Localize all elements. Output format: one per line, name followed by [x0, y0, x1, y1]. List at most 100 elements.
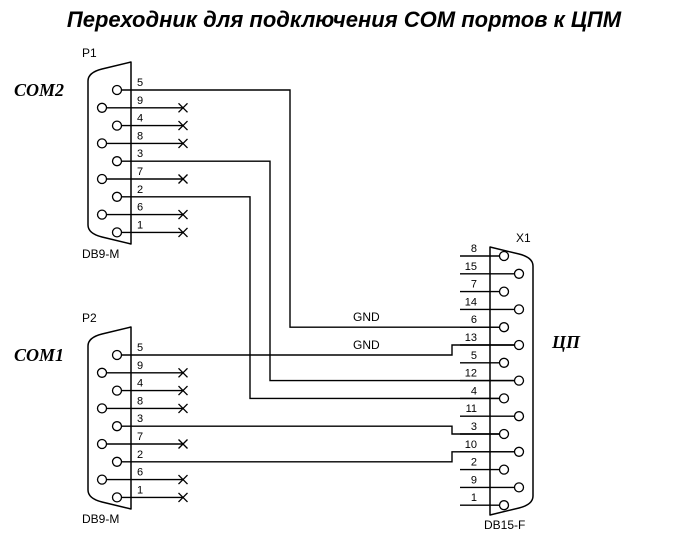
port-name-label-p2: COM1 [14, 345, 64, 365]
wire-p1-3-to-x1-12 [117, 160, 519, 382]
pin-contact [513, 446, 525, 457]
pin-number: 9 [471, 474, 477, 486]
pin-number: 4 [137, 378, 143, 390]
connector-designator-p1: P1 [82, 46, 97, 60]
pin-contact [498, 250, 510, 262]
pin-number: 12 [465, 368, 477, 380]
connector-designator-x1: X1 [516, 231, 531, 245]
port-name-label-p1: COM2 [14, 80, 64, 100]
pin-number: 1 [137, 219, 143, 231]
pin-number: 11 [466, 403, 477, 415]
pin-contact [96, 474, 108, 485]
no-connect-x-mark [178, 367, 188, 378]
pin-contact [96, 438, 108, 450]
pin-number: 2 [137, 449, 143, 461]
pin-contact [111, 456, 123, 467]
pin-contact [498, 286, 510, 297]
no-connect-x-mark [178, 209, 188, 220]
pin-number: 9 [137, 360, 143, 372]
pin-contact [498, 428, 510, 440]
pin-contact [513, 268, 525, 279]
wire-p1-5-to-x1-6 [117, 89, 504, 328]
pin-number: 2 [137, 184, 143, 196]
pin-contact [96, 138, 108, 149]
pin-contact [111, 120, 123, 131]
pin-contact [111, 421, 123, 432]
port-name-label-x1: ЦП [551, 332, 581, 352]
pin-contact [111, 156, 123, 167]
connector-type-x1: DB15-F [484, 518, 525, 532]
pin-number: 15 [465, 261, 477, 273]
pin-contact [111, 492, 123, 503]
pin-number: 5 [137, 342, 143, 354]
pin-contact [111, 227, 123, 238]
pin-contact [96, 102, 108, 113]
pin-number: 13 [465, 332, 477, 344]
connector-body-p2 [87, 326, 132, 510]
pin-number: 3 [471, 421, 477, 433]
pin-number: 10 [465, 439, 477, 451]
connector-body-p1 [87, 61, 132, 245]
no-connect-x-mark [178, 102, 188, 113]
no-connect-x-mark [178, 492, 188, 503]
pin-contact [513, 304, 525, 315]
pin-number: 1 [137, 484, 143, 496]
pin-number: 14 [465, 296, 477, 308]
no-connect-x-mark [178, 174, 188, 184]
pin-number: 2 [471, 457, 477, 469]
pin-contact [111, 191, 123, 202]
pin-contact [498, 393, 510, 404]
pin-contact [96, 173, 108, 185]
diagram-title: Переходник для подключения COM портов к … [67, 7, 622, 32]
pin-number: 6 [137, 202, 143, 214]
pin-contact [513, 411, 525, 422]
connector-type-p1: DB9-M [82, 247, 119, 261]
pin-contact [513, 482, 525, 493]
pin-number: 8 [137, 130, 143, 142]
pin-contact [96, 403, 108, 414]
no-connect-x-mark [178, 439, 188, 449]
wire-p2-3-to-x1-3 [117, 425, 504, 435]
pin-number: 7 [137, 166, 143, 178]
pin-number: 9 [137, 95, 143, 107]
pin-number: 8 [471, 243, 477, 255]
pin-contact [498, 464, 510, 475]
no-connect-x-mark [178, 474, 188, 485]
wire-label-gnd: GND [353, 310, 380, 324]
pin-contact [111, 385, 123, 396]
pin-number: 6 [137, 467, 143, 479]
pin-contact [513, 339, 525, 351]
pin-number: 6 [471, 314, 477, 326]
wire-p1-2-to-x1-4 [117, 196, 504, 400]
wire-p2-2-to-x1-10 [117, 451, 519, 463]
pin-number: 7 [471, 279, 477, 291]
connector-designator-p2: P2 [82, 311, 97, 325]
pin-number: 4 [137, 113, 143, 125]
no-connect-x-mark [178, 227, 188, 238]
pin-number: 3 [137, 413, 143, 425]
pin-number: 4 [471, 385, 477, 397]
pin-contact [498, 322, 510, 333]
pin-contact [111, 349, 123, 361]
pin-contact [111, 84, 123, 96]
connector-type-p2: DB9-M [82, 512, 119, 526]
pin-contact [498, 500, 510, 511]
pin-contact [498, 357, 510, 368]
pin-number: 8 [137, 395, 143, 407]
pin-number: 5 [137, 77, 143, 89]
no-connect-x-mark [178, 385, 188, 396]
connector-body-x1 [489, 246, 534, 516]
pin-number: 3 [137, 148, 143, 160]
wire-label-gnd: GND [353, 338, 380, 352]
pin-number: 1 [471, 492, 477, 504]
pin-contact [96, 367, 108, 378]
pin-contact [513, 375, 525, 386]
pin-contact [96, 209, 108, 220]
no-connect-x-mark [178, 138, 188, 149]
no-connect-x-mark [178, 403, 188, 414]
no-connect-x-mark [178, 120, 188, 131]
wire-p2-5-to-x1-13 [117, 344, 519, 356]
pin-number: 5 [471, 350, 477, 362]
